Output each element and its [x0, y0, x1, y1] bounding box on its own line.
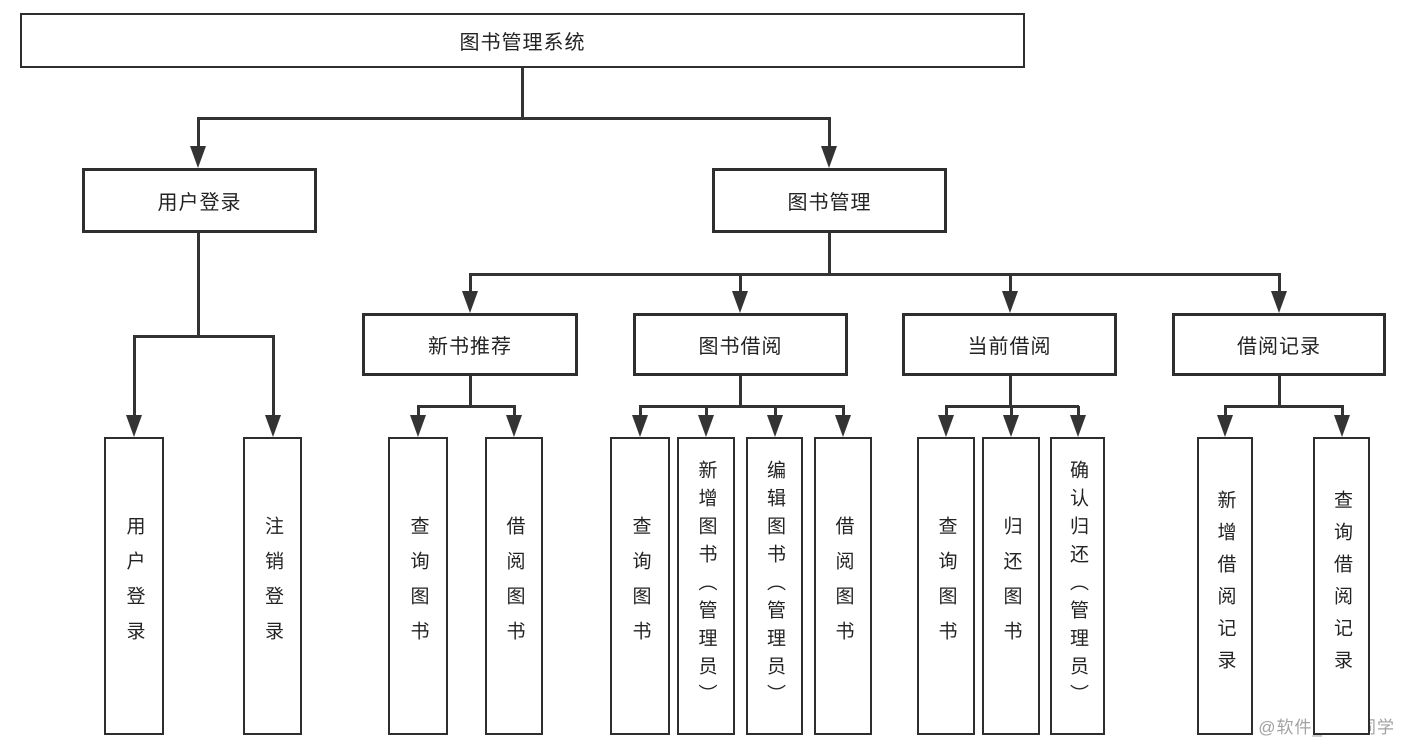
node-label: 图书借阅 — [698, 336, 783, 358]
connector-line — [468, 274, 472, 291]
connector-line — [271, 336, 275, 415]
leaf-add-borrow-record: 新增借阅记录 — [1197, 437, 1253, 735]
node-label: 编辑图书（管理员） — [764, 460, 785, 712]
connector-line — [738, 376, 742, 406]
node-label: 借阅图书 — [503, 516, 525, 656]
connector-line — [1076, 406, 1080, 415]
node-label: 查询图书 — [407, 516, 429, 656]
leaf-confirm-return-admin: 确认归还（管理员） — [1050, 437, 1105, 735]
arrow-down-icon — [632, 415, 648, 437]
node-label: 新增图书（管理员） — [695, 460, 717, 712]
leaf-return-books: 归还图书 — [982, 437, 1040, 735]
node-book-borrowing: 图书借阅 — [633, 313, 848, 376]
arrow-down-icon — [1002, 291, 1018, 313]
node-label: 归还图书 — [1000, 516, 1022, 656]
node-label: 用户登录 — [123, 516, 145, 656]
node-label: 新增借阅记录 — [1214, 490, 1236, 682]
leaf-add-book-admin: 新增图书（管理员） — [677, 437, 735, 735]
connector-line — [468, 376, 472, 406]
arrow-down-icon — [835, 415, 851, 437]
node-label: 当前借阅 — [967, 336, 1052, 358]
node-library-management-system: 图书管理系统 — [20, 13, 1025, 68]
connector-line — [704, 406, 708, 415]
node-label: 借阅记录 — [1237, 336, 1321, 358]
node-book-management: 图书管理 — [712, 168, 947, 233]
connector-line — [738, 274, 742, 291]
connector-line — [416, 404, 516, 408]
node-label: 图书管理系统 — [459, 32, 586, 54]
node-label: 查询借阅记录 — [1331, 490, 1352, 682]
arrow-down-icon — [190, 146, 206, 168]
arrow-down-icon — [1271, 291, 1287, 313]
leaf-logout: 注销登录 — [243, 437, 302, 735]
connector-line — [1008, 376, 1012, 406]
connector-line — [1340, 406, 1344, 415]
connector-line — [1223, 404, 1344, 408]
connector-line — [944, 406, 948, 415]
connector-line — [132, 336, 136, 415]
connector-line — [132, 334, 275, 338]
node-label: 用户登录 — [157, 192, 242, 214]
arrow-down-icon — [767, 415, 783, 437]
arrow-down-icon — [462, 291, 478, 313]
node-user-login: 用户登录 — [82, 168, 317, 233]
leaf-query-books-recommend: 查询图书 — [388, 437, 448, 735]
leaf-user-login: 用户登录 — [104, 437, 164, 735]
connector-line — [1009, 406, 1013, 415]
leaf-borrow-books-recommend: 借阅图书 — [485, 437, 543, 735]
node-label: 查询图书 — [935, 516, 957, 656]
connector-line — [196, 116, 831, 120]
connector-line — [468, 272, 1281, 276]
connector-line — [1223, 406, 1227, 415]
node-label: 新书推荐 — [428, 336, 512, 358]
arrow-down-icon — [265, 415, 281, 437]
node-borrowing-records: 借阅记录 — [1172, 313, 1386, 376]
connector-line — [196, 233, 200, 336]
connector-line — [827, 233, 831, 274]
arrow-down-icon — [732, 291, 748, 313]
connector-line — [841, 406, 845, 415]
connector-line — [416, 406, 420, 415]
connector-line — [1008, 274, 1012, 291]
connector-line — [1277, 376, 1281, 406]
node-label: 查询图书 — [629, 516, 651, 656]
connector-line — [638, 406, 642, 415]
arrow-down-icon — [1334, 415, 1350, 437]
connector-line — [1277, 274, 1281, 291]
connector-line — [512, 406, 516, 415]
connector-line — [520, 68, 524, 118]
node-label: 借阅图书 — [832, 516, 854, 656]
arrow-down-icon — [506, 415, 522, 437]
leaf-borrow-books: 借阅图书 — [814, 437, 872, 735]
arrow-down-icon — [410, 415, 426, 437]
connector-line — [773, 406, 777, 415]
node-label: 确认归还（管理员） — [1067, 460, 1088, 712]
arrow-down-icon — [1217, 415, 1233, 437]
arrow-down-icon — [126, 415, 142, 437]
arrow-down-icon — [938, 415, 954, 437]
node-current-borrowing: 当前借阅 — [902, 313, 1117, 376]
connector-line — [196, 118, 200, 146]
node-label: 图书管理 — [787, 192, 872, 214]
leaf-query-borrow-record: 查询借阅记录 — [1313, 437, 1370, 735]
connector-line — [827, 118, 831, 146]
arrow-down-icon — [821, 146, 837, 168]
arrow-down-icon — [1003, 415, 1019, 437]
leaf-query-books-current: 查询图书 — [917, 437, 975, 735]
node-label: 注销登录 — [262, 516, 283, 656]
connector-line — [638, 404, 845, 408]
arrow-down-icon — [698, 415, 714, 437]
leaf-edit-book-admin: 编辑图书（管理员） — [746, 437, 803, 735]
arrow-down-icon — [1070, 415, 1086, 437]
leaf-query-books-borrow: 查询图书 — [610, 437, 670, 735]
node-new-book-recommendation: 新书推荐 — [362, 313, 578, 376]
